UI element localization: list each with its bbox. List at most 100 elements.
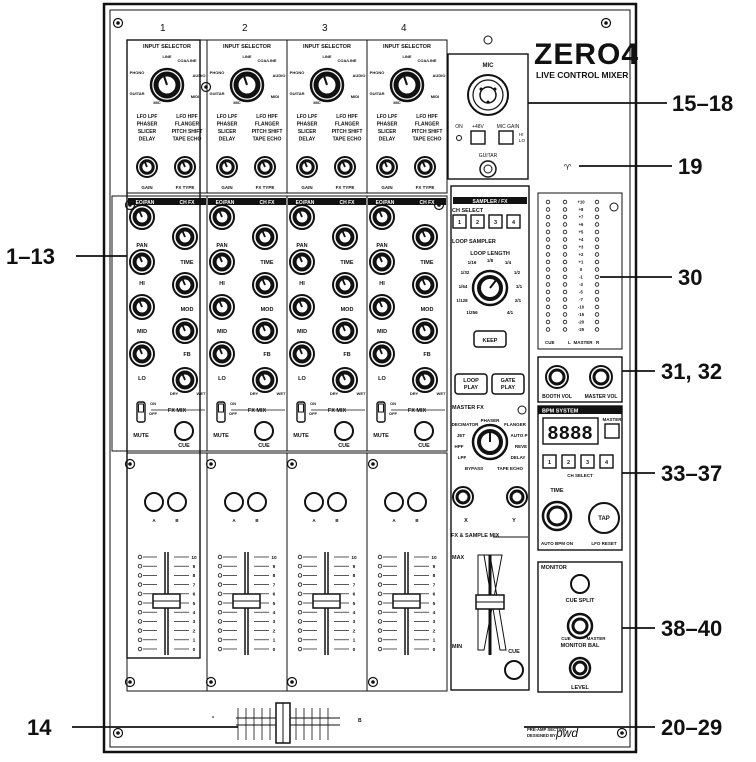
ch-fx-type-label: LFO HPF	[256, 114, 277, 120]
fx-off-label: OFF	[389, 411, 398, 416]
mic-label: MIC	[483, 63, 495, 69]
screw	[616, 727, 628, 739]
fader-scale-label: 10	[431, 555, 437, 561]
meter-scale-label: -3	[579, 282, 583, 287]
fader-scale-label: 8	[273, 573, 276, 579]
bpm-ch-button-2[interactable]	[561, 454, 576, 469]
bpm-master-button[interactable]	[604, 423, 620, 439]
meter-led-l	[562, 319, 568, 325]
fader-scale-label: 2	[193, 628, 196, 634]
assign-a-button[interactable]	[304, 492, 324, 512]
screw-mic-top	[483, 35, 493, 45]
fx-mix-max-label: MAX	[452, 555, 465, 561]
monitor-master-label: MASTER	[587, 636, 607, 641]
fader-led	[217, 573, 223, 578]
fader-led	[217, 619, 223, 624]
fader-led	[137, 591, 143, 596]
fader-scale-label: 6	[193, 592, 196, 598]
output-section-frame	[537, 356, 623, 403]
src-midi-label: MIDI	[191, 94, 199, 99]
sampler-header: SAMPLER / FX	[472, 199, 508, 205]
bpm-ch-button-3[interactable]	[580, 454, 595, 469]
loop-value-label: 1/4	[505, 260, 512, 265]
fader-scale-label: 7	[273, 582, 276, 588]
guitar-jack[interactable]	[479, 160, 497, 178]
src-coaxline-label: COA/LINE	[337, 58, 356, 63]
eq-section-frame	[111, 195, 448, 452]
assign-b-button[interactable]	[167, 492, 187, 512]
sampler-cue-button[interactable]	[504, 660, 524, 680]
monitor-cue-label: CUE	[561, 636, 571, 641]
mute-label: MUTE	[213, 433, 229, 439]
fader-scale-label: 1	[353, 638, 356, 644]
sampler-ch-button-1[interactable]	[452, 214, 467, 229]
channel-strip-1: INPUT SELECTORLINECOA/LINEPHONOAUDIOGUIT…	[128, 44, 206, 655]
sampler-ch-button-2[interactable]	[470, 214, 485, 229]
assign-b-button[interactable]	[327, 492, 347, 512]
loop-value-label: 2/1	[515, 298, 522, 303]
assign-b-button[interactable]	[247, 492, 267, 512]
mic-on-led	[456, 135, 462, 141]
fader-scale-label: 9	[353, 564, 356, 570]
fader-led	[217, 582, 223, 587]
meter-led-l	[562, 222, 568, 227]
mute-label: MUTE	[133, 433, 149, 439]
fader-led	[377, 637, 383, 642]
screw	[205, 676, 217, 688]
src-midi-label: MIDI	[431, 94, 439, 99]
meter-led-cue	[545, 259, 551, 265]
sampler-ch-button-3[interactable]	[488, 214, 503, 229]
cue-button[interactable]	[254, 421, 274, 441]
assign-a-label: A	[392, 518, 396, 523]
src-audio-label: AUDIO	[193, 73, 206, 78]
loop-value-label: 1/2	[514, 270, 521, 275]
hi-label: HI	[219, 281, 225, 287]
input-selector-label: INPUT SELECTOR	[303, 44, 351, 50]
screw	[205, 458, 217, 470]
meter-led-cue	[545, 207, 551, 212]
svg-text:LOOP: LOOP	[463, 378, 479, 384]
assign-a-button[interactable]	[144, 492, 164, 512]
callout-14: 14	[27, 715, 52, 740]
meter-led-l	[562, 289, 568, 295]
src-phono-label: PHONO	[290, 70, 305, 75]
bpm-ch-button-1[interactable]	[542, 454, 557, 469]
mic-xlr-jack[interactable]	[467, 74, 509, 116]
src-audio-label: AUDIO	[273, 73, 286, 78]
meter-led-r	[594, 274, 600, 280]
sampler-ch-button-4[interactable]	[506, 214, 521, 229]
assign-a-button[interactable]	[384, 492, 404, 512]
fader-led	[297, 564, 303, 569]
master-fx-name-label: DECIMATOR	[452, 422, 480, 427]
gate-play-button[interactable]	[491, 373, 525, 395]
meter-r-label: R	[596, 340, 600, 345]
cue-button[interactable]	[334, 421, 354, 441]
fader-scale-label: 5	[193, 601, 196, 607]
ch-fx-type-label: SLICER	[378, 129, 397, 135]
meter-led-l	[562, 244, 568, 250]
meter-scale-label: -1	[579, 275, 583, 280]
gain-label: GAIN	[301, 185, 312, 190]
bpm-ch-button-4[interactable]	[599, 454, 614, 469]
screw-meter	[609, 202, 619, 212]
ch-fx-type-label: PITCH SHIFT	[412, 129, 443, 135]
ch-fx-type-label: PHASER	[217, 122, 238, 128]
src-coaxline-label: COA/LINE	[417, 58, 436, 63]
ch-fx-type-label: PITCH SHIFT	[332, 129, 363, 135]
meter-led-cue	[545, 319, 551, 325]
cue-split-button[interactable]	[570, 574, 590, 594]
mic-on-label: ON	[455, 124, 463, 130]
src-mic-label: MIC	[313, 100, 320, 105]
tap-button[interactable]	[588, 502, 620, 534]
loop-play-button[interactable]	[454, 373, 488, 395]
cue-button[interactable]	[414, 421, 434, 441]
assign-b-button[interactable]	[407, 492, 427, 512]
cue-button[interactable]	[174, 421, 194, 441]
keep-button[interactable]	[473, 330, 507, 348]
assign-a-label: A	[152, 518, 156, 523]
mic-48v-button[interactable]	[470, 130, 486, 145]
assign-a-button[interactable]	[224, 492, 244, 512]
mic-gain-button[interactable]	[498, 130, 514, 145]
master-fx-name-label: JET	[457, 433, 466, 438]
